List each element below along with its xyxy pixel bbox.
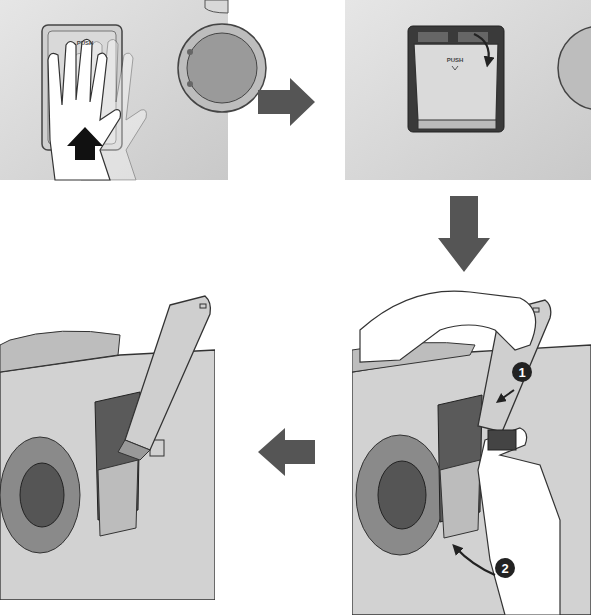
panel-insert-remote <box>352 291 591 615</box>
flow-arrow <box>438 196 490 272</box>
panel-open-cover <box>345 0 591 180</box>
panel-push-cover <box>0 0 266 180</box>
flow-arrow <box>258 428 315 476</box>
callout-circle <box>495 558 515 578</box>
push-label: PUSH <box>77 40 94 46</box>
flow-arrow <box>258 78 315 126</box>
panel-remote-docked <box>0 296 215 600</box>
callout-circle <box>512 362 532 382</box>
callout-number: 2 <box>501 561 508 576</box>
callout-number: 1 <box>518 365 525 380</box>
push-label: PUSH <box>447 57 464 63</box>
